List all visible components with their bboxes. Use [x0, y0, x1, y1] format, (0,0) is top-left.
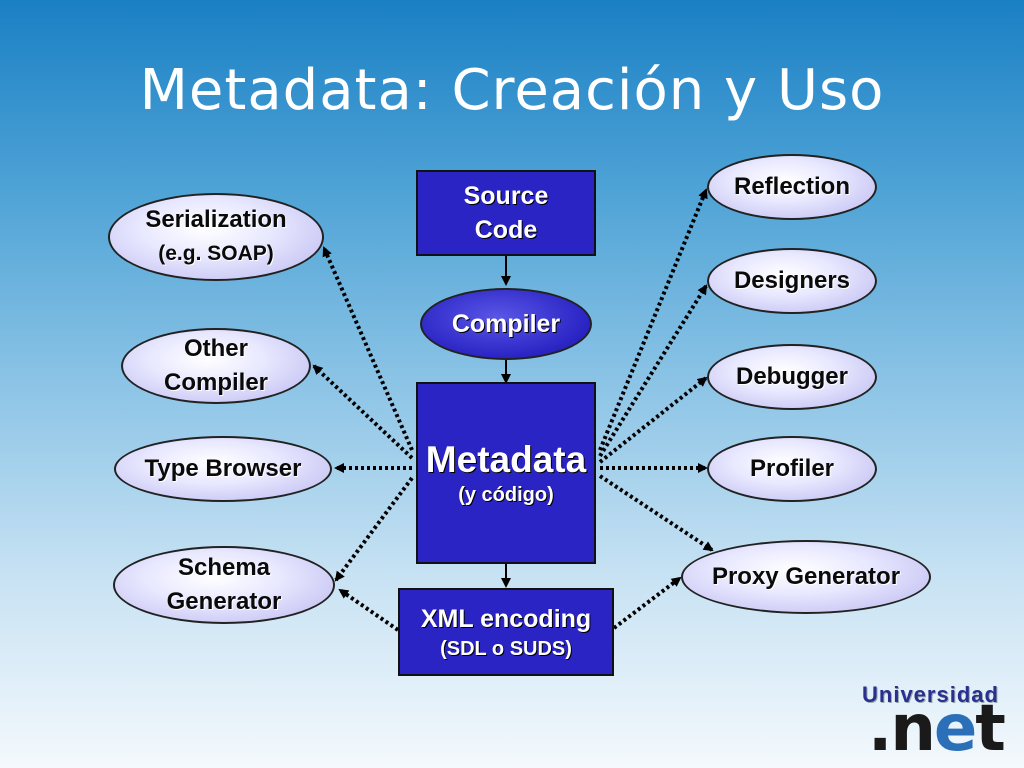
designers-label: Designers	[733, 267, 851, 294]
serialization-oval: Serialization (e.g. SOAP)	[108, 193, 324, 281]
xml-encoding-box: XML encoding (SDL o SUDS)	[398, 588, 614, 676]
metadata-box: Metadata (y código)	[416, 382, 596, 564]
debugger-oval: Debugger	[707, 344, 877, 410]
schema-generator-oval: Schema Generator	[113, 546, 335, 624]
schema-generator-line2: Generator	[166, 588, 282, 615]
serialization-sublabel: (e.g. SOAP)	[158, 242, 274, 265]
edge-xml-to-schema	[338, 588, 400, 632]
slide-title: Metadata: Creación y Uso	[139, 58, 885, 123]
metadata-label: Metadata	[425, 439, 587, 480]
serialization-label: Serialization	[145, 206, 287, 233]
metadata-sublabel: (y código)	[458, 484, 554, 506]
xml-sublabel: (SDL o SUDS)	[440, 638, 572, 660]
source-code-line1: Source	[463, 182, 549, 210]
other-compiler-line1: Other	[183, 335, 248, 362]
edge-metadata-to-reflection	[598, 188, 708, 451]
type-browser-label: Type Browser	[144, 455, 302, 482]
edge-xml-to-proxy	[612, 576, 682, 630]
universidad-net-logo: Universidad .net	[862, 682, 1012, 768]
reflection-oval: Reflection	[707, 154, 877, 220]
proxy-generator-oval: Proxy Generator	[681, 540, 931, 614]
profiler-oval: Profiler	[707, 436, 877, 502]
edge-metadata-to-debugger	[598, 376, 708, 464]
profiler-label: Profiler	[749, 455, 835, 482]
logo-net-text: .net	[868, 692, 1006, 766]
schema-generator-line1: Schema	[177, 554, 271, 581]
edge-metadata-to-designers	[598, 284, 708, 458]
proxy-generator-label: Proxy Generator	[711, 563, 901, 590]
logo-net-e: e	[933, 692, 977, 766]
xml-label: XML encoding	[420, 605, 592, 633]
edge-metadata-to-other-compiler	[312, 364, 414, 460]
logo-top-text: Universidad	[862, 682, 999, 707]
other-compiler-oval: Other Compiler	[121, 328, 311, 404]
logo-net-a: .n	[868, 692, 936, 766]
designers-oval: Designers	[707, 248, 877, 314]
reflection-label: Reflection	[733, 173, 850, 200]
logo-net-b: t	[975, 692, 1006, 766]
source-code-box: Source Code	[416, 170, 596, 256]
type-browser-oval: Type Browser	[114, 436, 332, 502]
edge-metadata-to-serialization	[322, 246, 414, 451]
edge-metadata-to-schema	[334, 476, 414, 582]
other-compiler-line2: Compiler	[163, 369, 268, 396]
source-code-line2: Code	[474, 216, 538, 244]
edge-metadata-to-proxy	[598, 474, 714, 552]
compiler-label: Compiler	[451, 310, 561, 338]
debugger-label: Debugger	[735, 363, 848, 390]
compiler-oval: Compiler	[420, 288, 592, 360]
